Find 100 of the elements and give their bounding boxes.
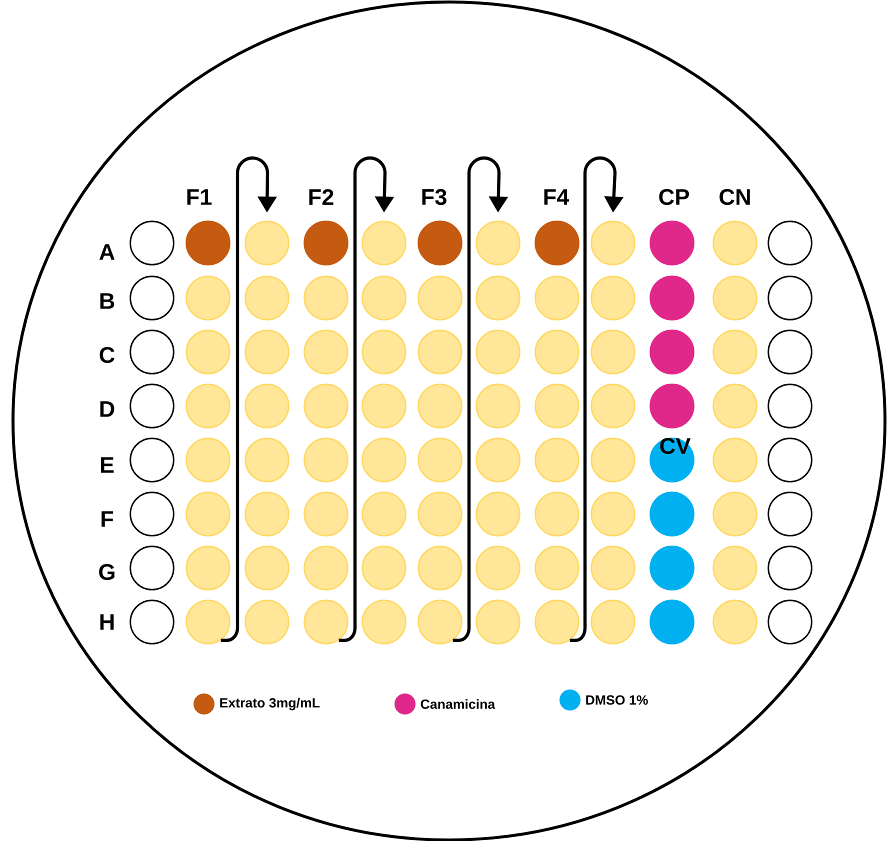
well — [304, 438, 348, 482]
row-label: B — [100, 293, 114, 309]
well — [476, 438, 520, 482]
well — [130, 600, 174, 644]
well — [304, 330, 348, 374]
well — [476, 330, 520, 374]
well — [590, 330, 636, 374]
well — [418, 220, 462, 266]
well — [476, 276, 520, 320]
well — [590, 276, 636, 320]
well — [768, 384, 812, 428]
well — [186, 220, 230, 266]
well — [712, 600, 758, 644]
well — [418, 330, 462, 374]
well — [362, 220, 406, 266]
column-label: CP — [659, 188, 689, 206]
well — [362, 330, 406, 374]
well — [186, 492, 230, 536]
well — [650, 600, 694, 644]
well — [304, 220, 348, 266]
well — [650, 546, 694, 590]
well — [362, 276, 406, 320]
well — [650, 438, 694, 482]
well — [130, 220, 174, 266]
well — [304, 600, 348, 644]
legend-label: Extrato 3mg/mL — [220, 698, 320, 710]
well — [186, 276, 230, 320]
well — [590, 600, 636, 644]
well — [476, 600, 520, 644]
well — [534, 438, 580, 482]
row-label: C — [100, 346, 115, 364]
well — [650, 330, 694, 374]
legend-label: DMSO 1% — [586, 695, 648, 705]
row-label: G — [99, 564, 114, 580]
well — [130, 276, 174, 320]
column-label: F3 — [422, 188, 446, 206]
well — [650, 384, 694, 428]
well — [244, 330, 290, 374]
legend-label: Canamicina — [420, 699, 496, 709]
well — [130, 438, 174, 482]
column-label: CV — [660, 438, 691, 454]
well — [476, 492, 520, 536]
well — [768, 600, 812, 644]
well — [418, 546, 462, 590]
well — [362, 546, 406, 590]
well — [590, 492, 636, 536]
well — [130, 492, 174, 536]
well — [590, 438, 636, 482]
well — [534, 600, 580, 644]
well — [244, 438, 290, 482]
well — [534, 330, 580, 374]
column-label: F2 — [309, 189, 334, 205]
well — [534, 276, 580, 320]
well — [362, 600, 406, 644]
well — [186, 546, 230, 590]
well — [244, 384, 290, 428]
well — [768, 546, 812, 590]
well — [768, 330, 812, 374]
well — [244, 220, 290, 266]
column-label: CN — [720, 188, 750, 206]
row-label: D — [100, 401, 114, 417]
well — [186, 330, 230, 374]
well — [590, 546, 636, 590]
well — [768, 492, 812, 536]
well — [590, 384, 636, 428]
well — [130, 330, 174, 374]
well — [244, 600, 290, 644]
well — [304, 276, 348, 320]
well — [476, 384, 520, 428]
well — [186, 438, 230, 482]
column-label: F1 — [187, 189, 212, 205]
well — [362, 384, 406, 428]
row-label: A — [99, 244, 115, 260]
well — [362, 492, 406, 536]
well — [712, 330, 758, 374]
well — [244, 492, 290, 536]
well — [304, 492, 348, 536]
well — [476, 546, 520, 590]
well — [304, 546, 348, 590]
well — [418, 492, 462, 536]
well — [244, 276, 290, 320]
well — [418, 438, 462, 482]
well — [650, 220, 694, 266]
well — [244, 546, 290, 590]
row-label: H — [100, 614, 114, 630]
well — [712, 492, 758, 536]
well — [712, 384, 758, 428]
well — [534, 384, 580, 428]
well — [186, 384, 230, 428]
well — [362, 438, 406, 482]
well — [768, 276, 812, 320]
well — [712, 438, 758, 482]
row-label: F — [102, 511, 114, 527]
well — [476, 220, 520, 266]
well — [590, 220, 636, 266]
well — [712, 546, 758, 590]
well — [534, 220, 580, 266]
well — [534, 492, 580, 536]
well — [712, 276, 758, 320]
row-label: E — [100, 457, 114, 473]
